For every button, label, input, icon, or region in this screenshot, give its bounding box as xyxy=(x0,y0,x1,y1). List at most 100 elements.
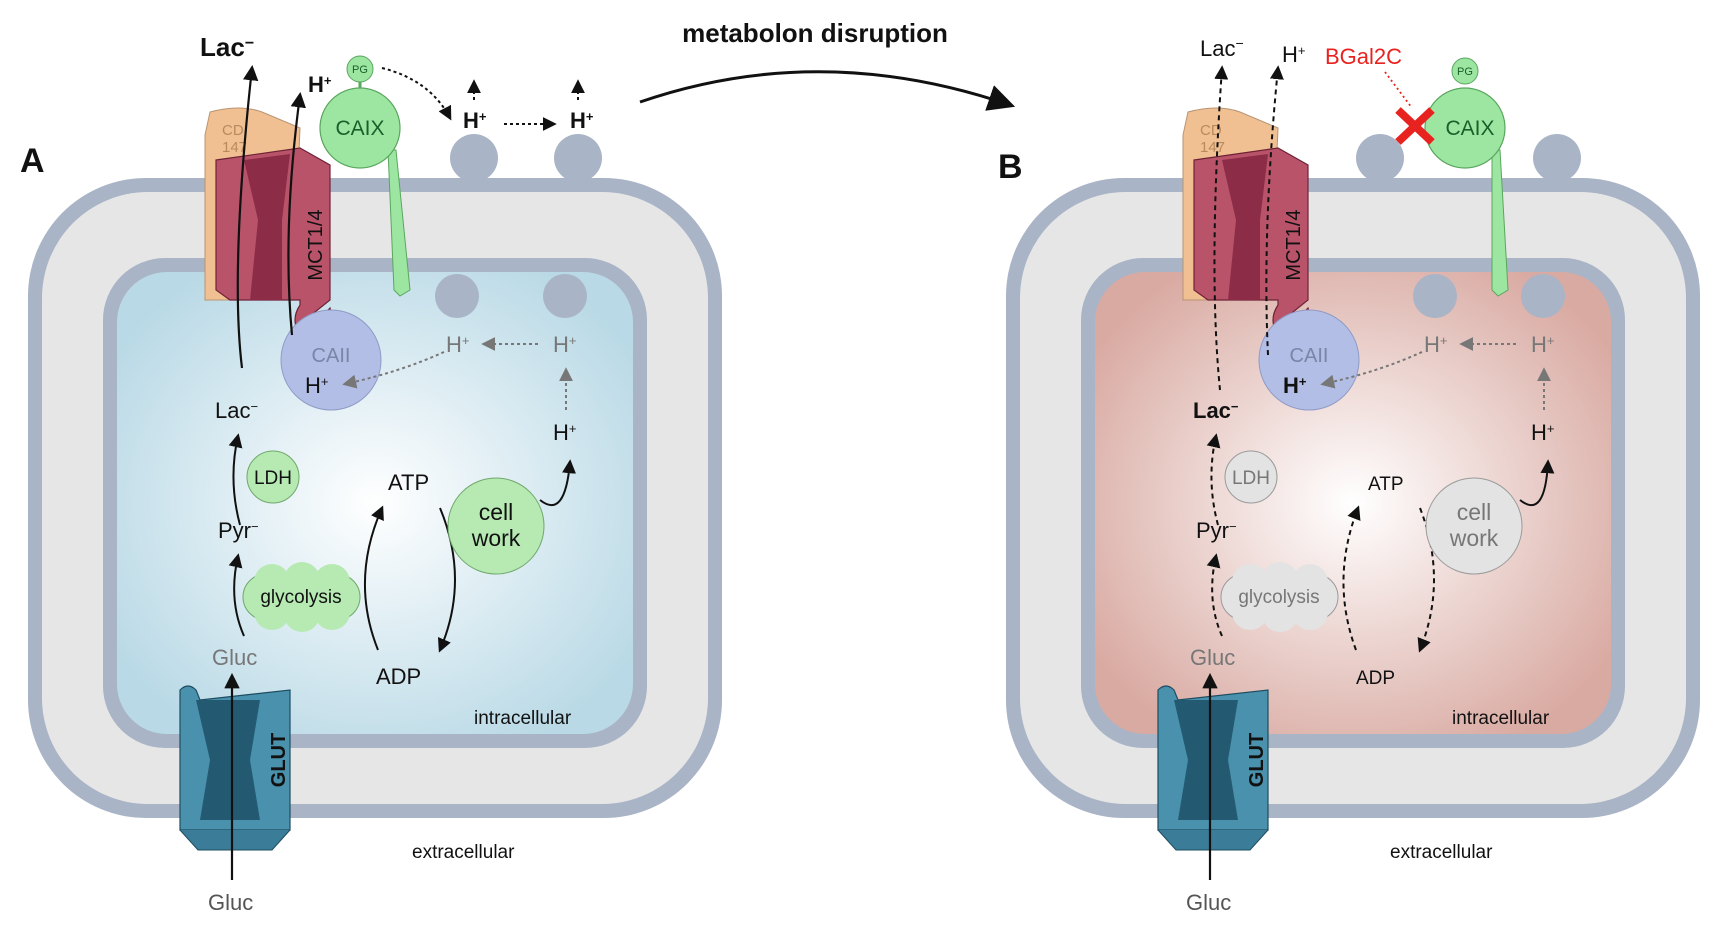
membrane-knob xyxy=(1413,274,1457,318)
diagram-title: metabolon disruption xyxy=(682,18,948,48)
h-out-label: H+ xyxy=(308,72,332,97)
caii-proton: H+ xyxy=(1283,373,1307,398)
disruption-header: metabolon disruption xyxy=(639,18,1016,111)
lac-in-label: Lac− xyxy=(215,398,258,423)
cd147-label-1: CD xyxy=(222,122,244,139)
lac-out-label: Lac− xyxy=(1200,35,1244,61)
glycolysis-label: glycolysis xyxy=(260,587,341,608)
pyruvate-to-lactate-arrow xyxy=(1206,433,1221,526)
h-out-label-3: H+ xyxy=(570,108,594,133)
gluc-in-label: Gluc xyxy=(1190,645,1235,670)
atp-to-adp-arrow xyxy=(1417,507,1435,653)
cell-work-label-2: work xyxy=(1449,525,1499,551)
h-in-label-1: H+ xyxy=(1424,332,1447,357)
intracellular-label: intracellular xyxy=(1452,708,1550,729)
extracellular-label: extracellular xyxy=(412,842,515,863)
proton-to-caii-arrow xyxy=(342,351,445,389)
ldh-label: LDH xyxy=(1232,468,1270,489)
panel-a: A CD 147 MCT1/4 CAIX PG CAII H+ xyxy=(20,32,722,915)
cell-work-node xyxy=(1425,477,1523,575)
glucose-to-pyruvate-arrow xyxy=(228,553,245,637)
glucose-to-pyruvate-arrow xyxy=(1206,553,1223,637)
glycolysis-enzyme xyxy=(1220,562,1339,632)
mct-label: MCT1/4 xyxy=(1283,209,1305,280)
h-work-label: H+ xyxy=(553,420,576,445)
h-in-label-2: H+ xyxy=(1531,332,1554,357)
ldh-enzyme xyxy=(246,450,300,504)
ldh-label: LDH xyxy=(254,468,292,489)
atp-label: ATP xyxy=(1368,474,1404,495)
atp-label: ATP xyxy=(388,470,429,495)
pyruvate-to-lactate-arrow xyxy=(228,433,243,526)
cell-work-proton-arrow xyxy=(539,459,577,507)
cd147-label-1: CD xyxy=(1200,122,1222,139)
mct-channel xyxy=(1222,154,1268,300)
mct-channel xyxy=(244,154,290,300)
cell-work-proton-arrow xyxy=(1519,459,1555,507)
lac-in-label: Lac− xyxy=(1193,398,1239,423)
panel-b: B CD 147 MCT1/4 CAIX PG BGal2C xyxy=(998,35,1700,915)
h-work-label: H+ xyxy=(1531,420,1554,445)
cell-work-label-1: cell xyxy=(1457,499,1492,525)
pyr-label: Pyr− xyxy=(1196,518,1237,543)
caii-label: CAII xyxy=(1290,345,1329,367)
glut-label: GLUT xyxy=(268,733,290,787)
cytoplasm xyxy=(117,272,633,734)
caix-enzyme xyxy=(1424,87,1506,169)
proton-to-caii-arrow xyxy=(1320,351,1423,389)
proton-export-arrow xyxy=(1265,65,1284,356)
glut-transporter xyxy=(179,685,291,851)
membrane-knob xyxy=(450,134,498,182)
caii-proton: H+ xyxy=(305,373,328,398)
intracellular-label: intracellular xyxy=(474,708,572,729)
h-out-label-2: H+ xyxy=(463,108,487,133)
cell-work-label-2: work xyxy=(471,525,521,551)
mct-label: MCT1/4 xyxy=(305,209,327,280)
pg-label: PG xyxy=(352,64,368,76)
glut-transporter xyxy=(1157,685,1269,851)
glut-label: GLUT xyxy=(1246,733,1268,787)
caix-label: CAIX xyxy=(1445,117,1494,140)
glycolysis-enzyme xyxy=(242,562,361,632)
cell-work-node xyxy=(447,477,545,575)
adp-to-atp-arrow xyxy=(363,505,384,651)
disruption-arrow xyxy=(639,70,1016,111)
inhibitor-label: BGal2C xyxy=(1325,44,1402,69)
adp-label: ADP xyxy=(376,664,421,689)
caix-proton-arrow xyxy=(381,67,452,121)
pg-label: PG xyxy=(1457,66,1473,78)
cd147-label-2: 147 xyxy=(222,139,247,156)
membrane-knob xyxy=(1356,134,1404,182)
membrane-knob xyxy=(1533,134,1581,182)
ldh-enzyme xyxy=(1224,450,1278,504)
adp-label: ADP xyxy=(1356,668,1395,689)
caix-anchor xyxy=(387,149,411,297)
gluc-out-label: Gluc xyxy=(1186,890,1231,915)
membrane-knob xyxy=(554,134,602,182)
panel-b-letter: B xyxy=(998,148,1023,186)
gluc-out-label: Gluc xyxy=(208,890,253,915)
adp-to-atp-arrow xyxy=(1342,505,1361,651)
lac-out-label: Lac− xyxy=(200,32,254,62)
caii-label: CAII xyxy=(312,345,351,367)
caix-label: CAIX xyxy=(335,117,384,140)
h-out-label: H+ xyxy=(1282,42,1305,67)
gluc-in-label: Gluc xyxy=(212,645,257,670)
glycolysis-label: glycolysis xyxy=(1238,587,1319,608)
proton-export-arrow xyxy=(287,91,307,336)
membrane-knob xyxy=(435,274,479,318)
lactate-export-arrow xyxy=(236,64,259,369)
inhibitor-link xyxy=(1384,71,1413,109)
pyr-label: Pyr− xyxy=(218,518,259,543)
panel-a-letter: A xyxy=(20,142,45,180)
atp-to-adp-arrow xyxy=(437,507,456,653)
inhibition-x-icon xyxy=(1395,107,1435,145)
cd147-label-2: 147 xyxy=(1200,139,1225,156)
cytoplasm xyxy=(1095,272,1611,734)
h-in-label-1: H+ xyxy=(446,332,469,357)
pg-domain xyxy=(1451,57,1479,85)
cell-work-label-1: cell xyxy=(479,499,514,525)
membrane-knob xyxy=(543,274,587,318)
lactate-export-arrow xyxy=(1213,65,1229,391)
